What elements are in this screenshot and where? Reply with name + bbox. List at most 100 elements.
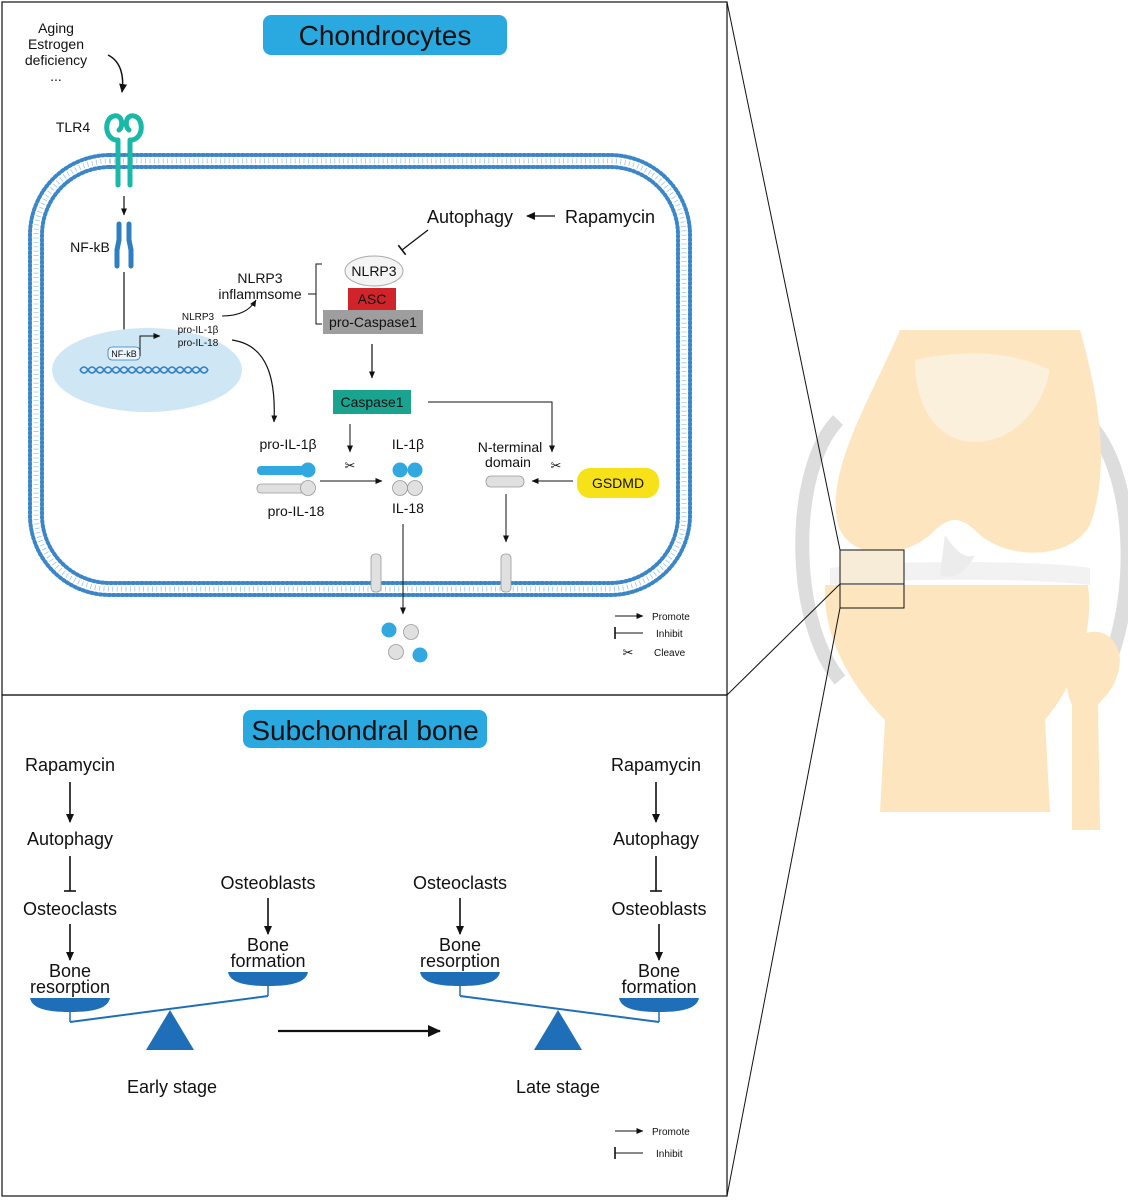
left-resorption-line2: resorption	[30, 977, 110, 997]
early-stage-label: Early stage	[127, 1077, 217, 1097]
right-pan-resorption	[420, 972, 500, 986]
inflammasome-line2: inflammsome	[218, 286, 301, 302]
left-autophagy: Autophagy	[27, 829, 113, 849]
dna-helix-strand-2	[79, 366, 209, 374]
cartilage-gap	[940, 535, 975, 577]
pro-il18-head	[300, 480, 316, 496]
nterminal-fragment	[485, 475, 525, 488]
gsdmd-box	[577, 468, 659, 498]
subchondral-title-pill	[243, 710, 487, 748]
right-beam	[459, 995, 660, 1023]
pro-il1b-head	[300, 462, 316, 478]
subchondral-title: Subchondral bone	[251, 715, 478, 746]
legend-cleave-label: Cleave	[654, 648, 686, 659]
late-stage-label: Late stage	[516, 1077, 600, 1097]
right-formation-line1: Bone	[638, 961, 680, 981]
nterminal-line1: N-terminal	[478, 439, 543, 455]
released-il-2	[403, 624, 419, 640]
caspase1-box	[333, 390, 411, 414]
zoom-line-bottom	[726, 607, 841, 1197]
nucleus	[52, 328, 242, 412]
left-osteoblasts: Osteoblasts	[220, 873, 315, 893]
zoom-line-top	[726, 1, 841, 551]
released-il-1	[381, 622, 397, 638]
caspase1-to-gsdmd-arrow	[428, 401, 555, 453]
pro-il18-bar	[256, 483, 306, 494]
left-rapamycin: Rapamycin	[25, 755, 115, 775]
left-beam	[69, 995, 269, 1023]
complex-asc	[348, 288, 396, 310]
membrane-pore-left	[370, 553, 382, 593]
pro-il1b-label: pro-IL-1β	[259, 436, 316, 452]
gene-pro-il1b: pro-IL-1β	[178, 325, 219, 336]
genes-to-inflammasome-arrow	[221, 299, 257, 317]
zoom-line-mid	[726, 583, 841, 696]
chondrocytes-title-pill	[263, 15, 507, 55]
inflammasome-bracket	[308, 263, 322, 325]
pro-il18-label: pro-IL-18	[268, 503, 325, 519]
right-rapamycin: Rapamycin	[611, 755, 701, 775]
tlr4-receptor-icon	[104, 113, 144, 188]
legend-cleave-icon: ✂	[623, 645, 634, 660]
femur-highlight	[915, 353, 1050, 442]
released-il-4	[412, 647, 428, 663]
membrane-pore-right	[500, 553, 512, 593]
subchondral-panel	[1, 694, 728, 1197]
complex-procaspase1-label: pro-Caspase1	[329, 314, 417, 330]
right-osteoclasts: Osteoclasts	[413, 873, 507, 893]
bottom-legend-inhibit-label: Inhibit	[656, 1149, 683, 1160]
left-pan-formation	[228, 972, 308, 986]
nfkb-label: NF-kB	[70, 239, 110, 255]
left-formation-line1: Bone	[247, 935, 289, 955]
complex-nlrp3	[344, 255, 404, 287]
right-resorption-line1: Bone	[439, 935, 481, 955]
left-pan-resorption	[30, 998, 110, 1012]
transcription-arrow	[139, 333, 161, 356]
complex-procaspase1	[323, 310, 423, 334]
legend-inhibit-label: Inhibit	[656, 629, 683, 640]
gene-pro-il18: pro-IL-18	[178, 338, 219, 349]
left-resorption-line1: Bone	[49, 961, 91, 981]
complex-asc-label: ASC	[358, 291, 387, 307]
left-balance	[30, 972, 308, 1050]
inflammasome-line1: NLRP3	[237, 270, 282, 286]
genes-to-cytokines-arrow	[231, 339, 278, 423]
right-pan-formation	[619, 998, 699, 1012]
stimulus-arrow	[107, 54, 128, 93]
fibula	[1066, 631, 1120, 830]
legend-promote-label: Promote	[652, 612, 690, 623]
cell-membrane-inner	[40, 165, 680, 585]
zoom-box-bone	[839, 583, 905, 609]
tibia	[824, 585, 1090, 812]
right-fulcrum	[534, 1010, 582, 1050]
knee-ligament-left	[795, 415, 846, 685]
complex-nlrp3-label: NLRP3	[351, 263, 396, 279]
cleave-scissors-icon-2: ✂	[551, 458, 562, 473]
left-fulcrum	[146, 1010, 194, 1050]
nterminal-line2: domain	[485, 454, 531, 470]
nucleus-nfkb-label: NF-kB	[111, 349, 137, 359]
il1b-particle-a	[392, 462, 408, 478]
stimulus-aging: Aging	[38, 20, 74, 36]
right-autophagy: Autophagy	[613, 829, 699, 849]
gene-nlrp3: NLRP3	[182, 312, 215, 323]
zoom-box-cartilage	[839, 549, 905, 585]
right-formation-line2: formation	[621, 977, 696, 997]
gsdmd-label: GSDMD	[592, 475, 644, 491]
il1b-particle-b	[407, 462, 423, 478]
nfkb-icon	[114, 221, 134, 269]
released-il-3	[388, 644, 404, 660]
stimulus-ellipsis: ...	[50, 68, 62, 84]
pro-il1b-bar	[257, 466, 305, 475]
cleave-scissors-icon-1: ✂	[345, 458, 356, 473]
autophagy-inhibits-nlrp3	[397, 229, 429, 256]
cell-membrane-outer	[28, 153, 692, 597]
caspase1-label: Caspase1	[340, 394, 403, 410]
stimulus-estrogen: Estrogen	[28, 36, 84, 52]
left-formation-line2: formation	[230, 951, 305, 971]
tlr4-label: TLR4	[56, 119, 90, 135]
bottom-legend-promote-label: Promote	[652, 1127, 690, 1138]
left-osteoclasts: Osteoclasts	[23, 899, 117, 919]
right-balance	[420, 972, 699, 1050]
